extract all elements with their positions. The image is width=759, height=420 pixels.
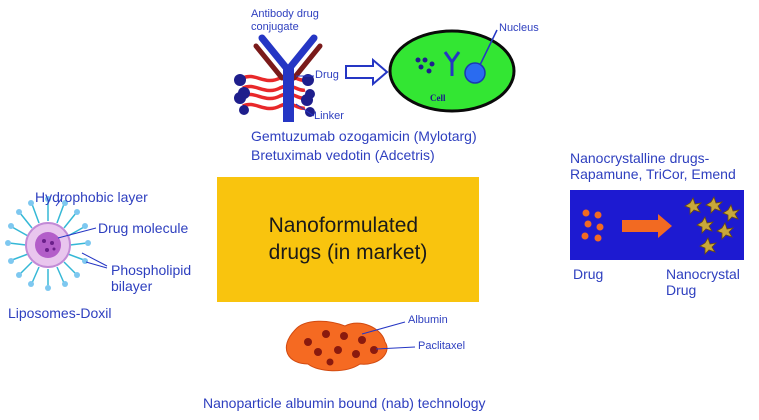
cell-label: Cell — [430, 93, 446, 103]
adc-title: Antibody drug conjugate — [251, 8, 319, 33]
center-title-line2: drugs (in market) — [268, 240, 428, 264]
nanocrystal-line1: Nanocrystal — [666, 266, 740, 282]
center-title-line1: Nanoformulated — [268, 214, 419, 238]
albumin-label: Albumin — [408, 314, 448, 326]
adc-example-2: Bretuximab vedotin (Adcetris) — [251, 147, 435, 163]
nanocrystal-title: Nanocrystalline drugs- Rapamune, TriCor,… — [570, 150, 736, 182]
adc-linker-label: Linker — [314, 110, 344, 122]
liposome-caption: Liposomes-Doxil — [8, 305, 112, 321]
nanocrystal-drug-caption: Nanocrystal Drug — [666, 266, 740, 298]
antibody-drug-conjugate-graphic — [234, 34, 389, 122]
nanocrystal-drug-label: Drug — [573, 266, 604, 282]
nanocrystal-line2: Drug — [666, 282, 697, 299]
paclitaxel-label: Paclitaxel — [418, 340, 466, 352]
nanocrystal-graphic — [581, 196, 741, 255]
adc-title-line1: Antibody drug — [251, 8, 319, 20]
adc-example-1: Gemtuzumab ozogamicin (Mylotarg) — [251, 128, 477, 144]
nucleus-label: Nucleus — [499, 22, 539, 34]
hydrophobic-layer-label: Hydrophobic layer — [35, 189, 148, 205]
nanocrystal-title-line2: Rapamune, TriCor, Emend — [570, 166, 736, 183]
nab-particle-graphic — [285, 320, 416, 372]
center-title: Nanoformulated drugs (in market) — [269, 213, 428, 266]
phospholipid-bilayer-label: Phospholipid bilayer — [111, 262, 191, 294]
adc-drug-label: Drug — [315, 69, 339, 81]
drug-molecule-label: Drug molecule — [98, 220, 189, 236]
cell-graphic — [388, 29, 516, 113]
adc-title-line2: conjugate — [251, 20, 299, 33]
liposome-graphic — [5, 196, 108, 291]
nab-caption: Nanoparticle albumin bound (nab) technol… — [203, 395, 486, 411]
phospholipid-line2: bilayer — [111, 278, 153, 295]
center-box: Nanoformulated drugs (in market) — [217, 177, 479, 302]
nanocrystal-title-line1: Nanocrystalline drugs- — [570, 150, 710, 166]
phospholipid-line1: Phospholipid — [111, 262, 192, 278]
